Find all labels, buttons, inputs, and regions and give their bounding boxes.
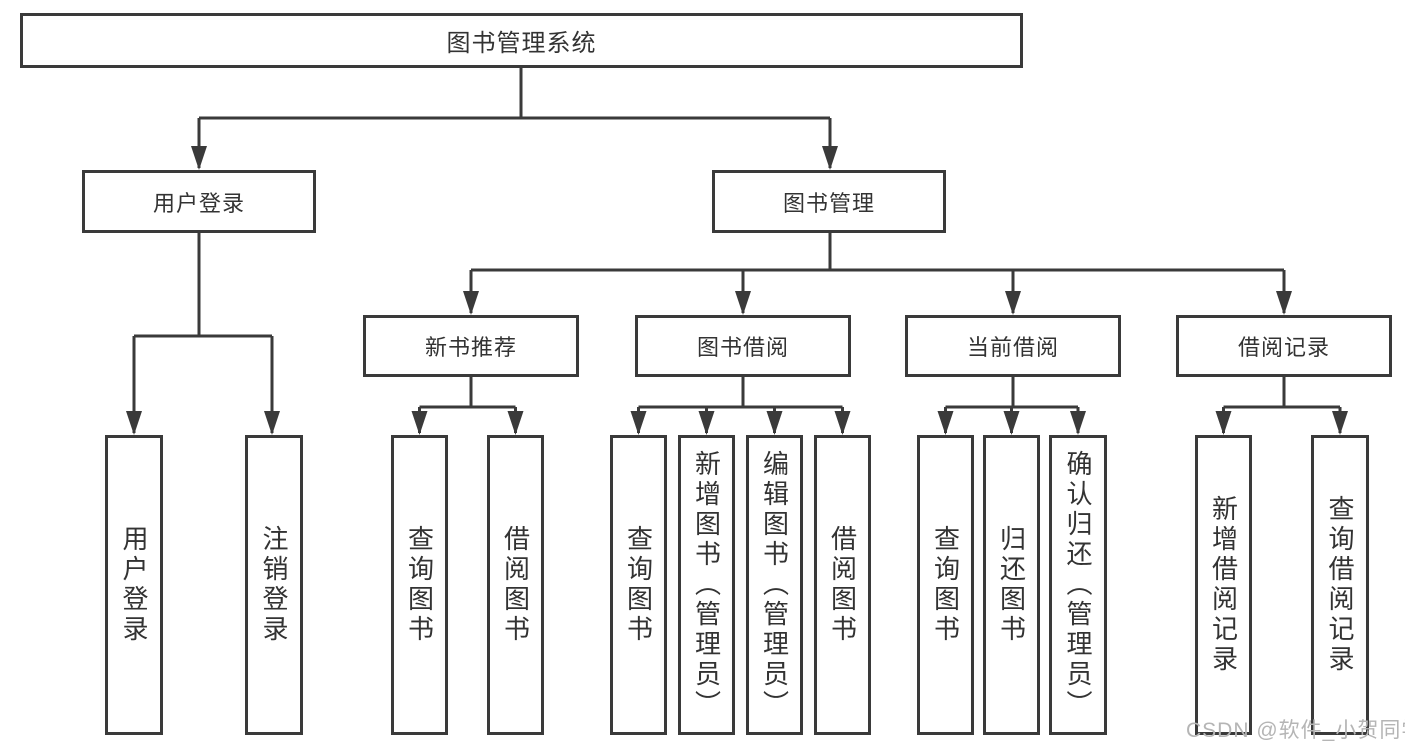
csdn-watermark: CSDN @软件_小贺同学 xyxy=(1186,719,1405,742)
leaf-query-books-borrow: 查询图书 xyxy=(610,435,667,735)
leaf-return-books: 归还图书 xyxy=(983,435,1040,735)
connector-current-stem xyxy=(945,377,1078,409)
leaf-add-books-admin: 新增图书（管理员） xyxy=(678,435,735,735)
connector-new-book-stem xyxy=(419,377,516,409)
node-borrowing-records: 借阅记录 xyxy=(1176,315,1392,377)
connector-records-stem xyxy=(1223,377,1340,409)
node-current-borrowing: 当前借阅 xyxy=(905,315,1121,377)
leaf-add-borrow-record: 新增借阅记录 xyxy=(1195,435,1252,735)
node-book-borrowing: 图书借阅 xyxy=(635,315,851,377)
node-library-management-system: 图书管理系统 xyxy=(20,13,1023,68)
leaf-logout: 注销登录 xyxy=(245,435,303,735)
connector-borrow-stem xyxy=(638,377,843,409)
node-new-book-recommendation: 新书推荐 xyxy=(363,315,579,377)
connector-user-login-stem xyxy=(134,233,272,338)
leaf-query-borrow-record: 查询借阅记录 xyxy=(1311,435,1369,735)
node-user-login: 用户登录 xyxy=(82,170,316,233)
node-book-management: 图书管理 xyxy=(712,170,946,233)
leaf-confirm-return-admin: 确认归还（管理员） xyxy=(1049,435,1107,735)
leaf-user-login: 用户登录 xyxy=(105,435,163,735)
connector-book-mgmt-stem xyxy=(471,233,1284,272)
leaf-query-books-recommend: 查询图书 xyxy=(391,435,448,735)
leaf-borrow-books-recommend: 借阅图书 xyxy=(487,435,544,735)
leaf-edit-books-admin: 编辑图书（管理员） xyxy=(746,435,803,735)
leaf-borrow-books: 借阅图书 xyxy=(814,435,871,735)
leaf-query-books-current: 查询图书 xyxy=(917,435,974,735)
connector-root-stem xyxy=(199,68,830,120)
